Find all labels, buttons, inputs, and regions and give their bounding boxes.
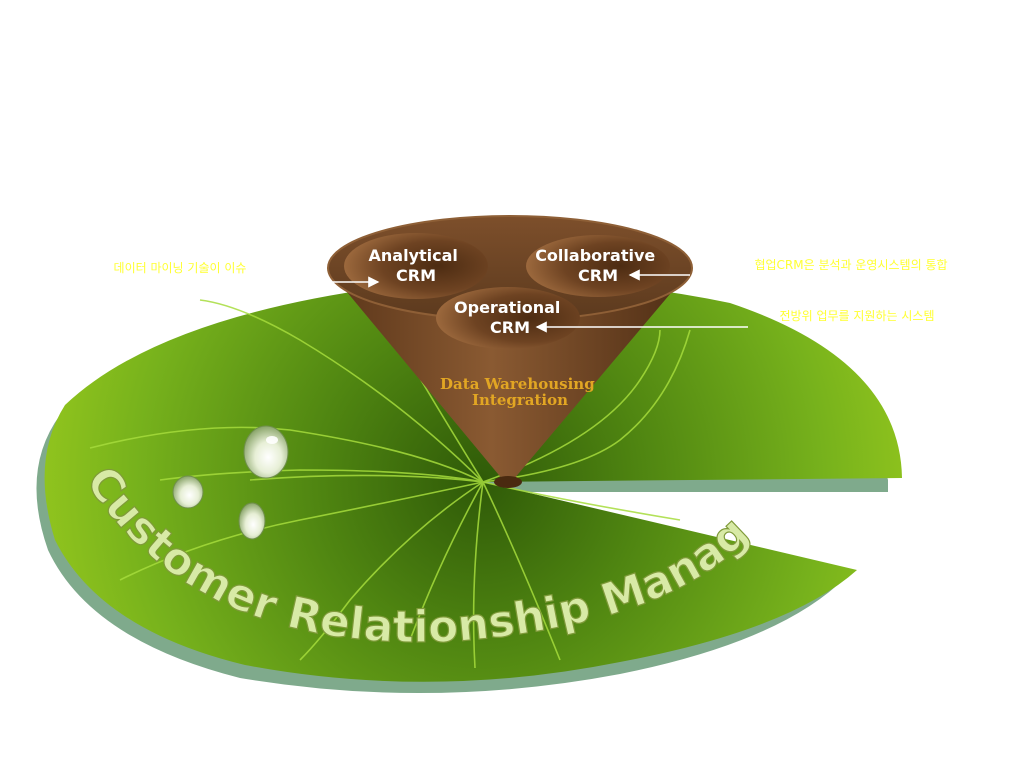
leaf-veins	[89, 299, 691, 669]
operational-crm-line2: CRM	[490, 318, 530, 337]
water-droplets	[172, 425, 289, 540]
annotation-right-bottom: 전방위 업무를 지원하는 시스템	[780, 309, 935, 323]
caption-line2: Integration	[472, 391, 568, 409]
annotation-right-top: 협업CRM은 분석과 운영시스템의 통합	[754, 258, 947, 272]
operational-crm-line1: Operational	[454, 298, 560, 317]
cone	[327, 215, 693, 488]
bowl-collaborative	[526, 235, 670, 297]
annotation-left: 데이터 마이닝 기술이 이슈	[114, 261, 247, 275]
analytical-crm-line2: CRM	[396, 266, 436, 285]
bowl-operational	[436, 287, 580, 349]
analytical-crm-label: Analytical CRM	[369, 246, 464, 285]
collaborative-crm-line2: CRM	[578, 266, 618, 285]
caption-line1: Data Warehousing	[440, 375, 595, 393]
analytical-crm-line1: Analytical	[369, 246, 458, 265]
collaborative-crm-line1: Collaborative	[535, 246, 655, 265]
data-warehousing-caption: Data Warehousing Integration	[440, 375, 600, 409]
bowl-analytical	[344, 233, 488, 299]
collaborative-crm-label: Collaborative CRM	[535, 246, 661, 285]
pointer-arrows	[328, 269, 748, 333]
operational-crm-label: Operational CRM	[454, 298, 566, 337]
